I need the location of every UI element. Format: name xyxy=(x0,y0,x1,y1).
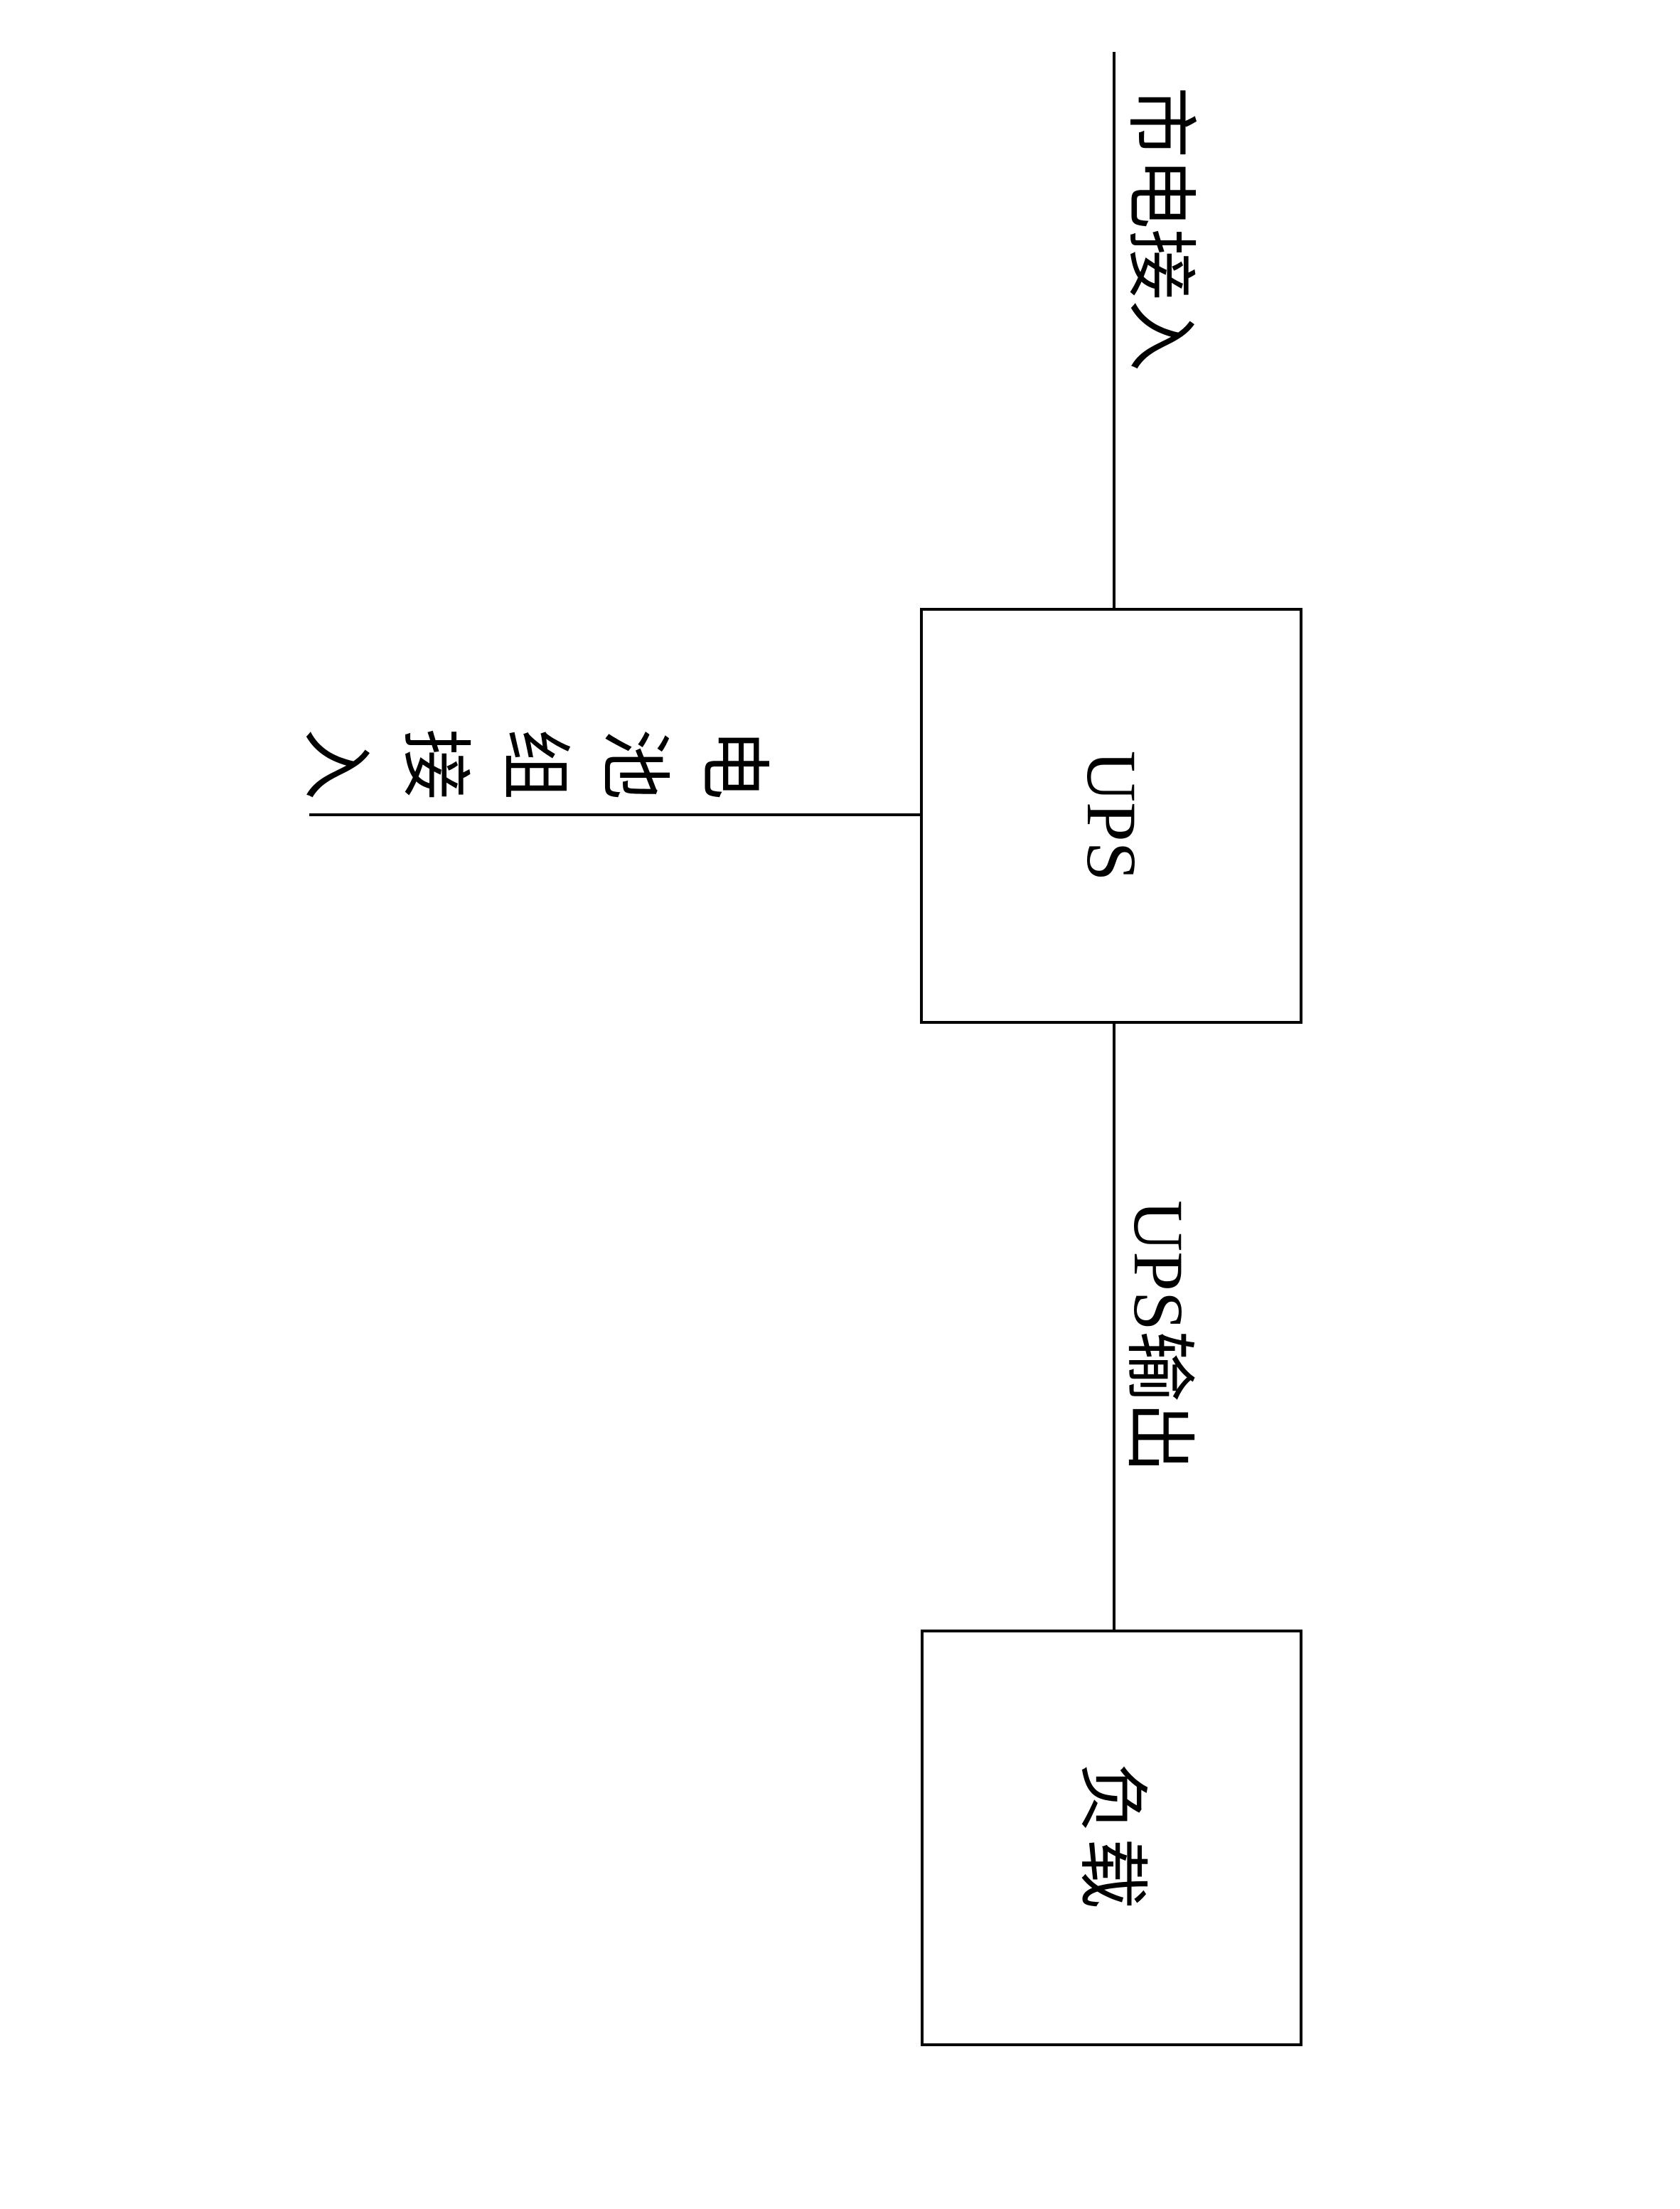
ups-output-line xyxy=(1113,1021,1115,1630)
ups-box-label: UPS xyxy=(1072,750,1151,882)
load-box: 负载 xyxy=(921,1630,1302,2046)
battery-input-line xyxy=(309,813,923,816)
ups-box: UPS xyxy=(920,608,1302,1024)
battery-label-char: 组 xyxy=(495,729,574,800)
battery-label-char: 电 xyxy=(694,729,773,800)
battery-label-char: 接 xyxy=(395,729,474,800)
load-box-label: 负载 xyxy=(1072,1763,1152,1913)
battery-input-label: 电 池 组 接 入 xyxy=(285,727,783,801)
mains-input-line xyxy=(1113,52,1115,608)
battery-label-char: 入 xyxy=(296,729,375,800)
battery-label-char: 池 xyxy=(594,729,673,800)
mains-input-label: 市电接入 xyxy=(1120,87,1199,371)
ups-output-label: UPS输出 xyxy=(1119,1200,1198,1473)
